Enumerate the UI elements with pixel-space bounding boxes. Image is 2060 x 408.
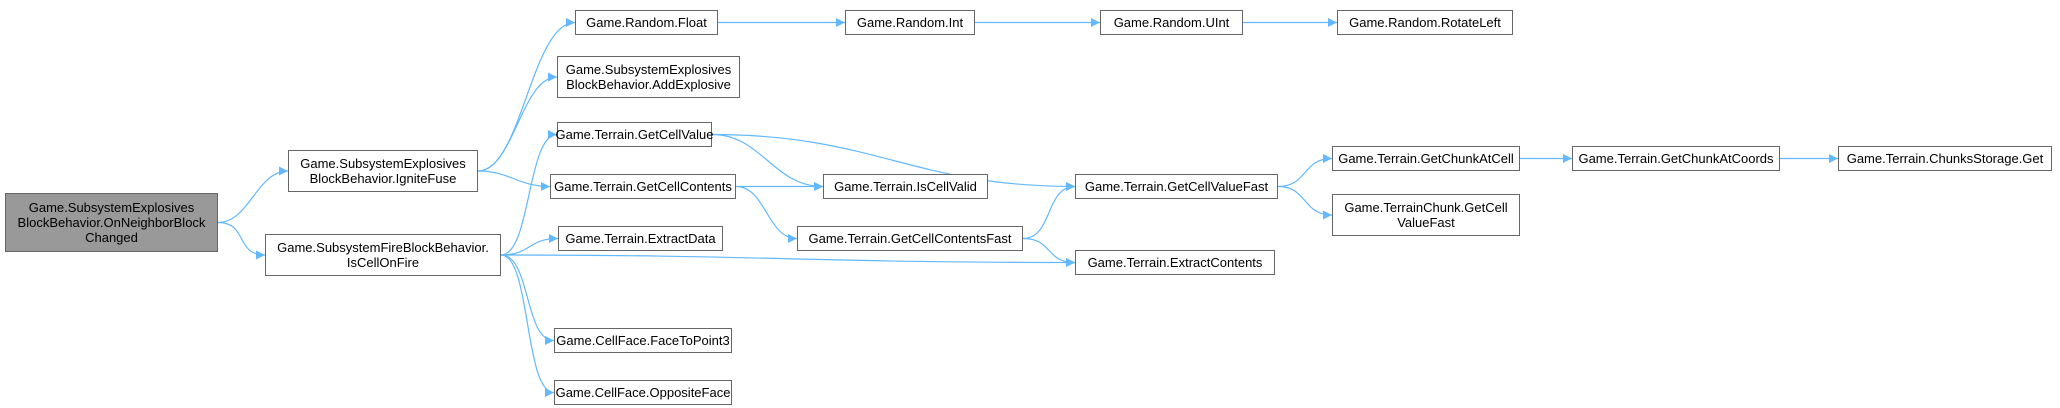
edge-ignite-to-getcellcontents [477, 170, 551, 191]
node-iscellonfire[interactable]: Game.SubsystemFireBlockBehavior.IsCellOn… [265, 234, 501, 276]
node-random-uint[interactable]: Game.Random.UInt [1100, 10, 1243, 35]
node-terrain-iscellvalid[interactable]: Game.Terrain.IsCellValid [823, 174, 988, 199]
edge-fire-to-extractdata [500, 234, 559, 256]
node-terrain-extractdata[interactable]: Game.Terrain.ExtractData [558, 226, 723, 251]
edge-getcellcontentsfast-to-getcellvaluefast [1022, 182, 1076, 240]
node-terrain-chunksstorage-get[interactable]: Game.Terrain.ChunksStorage.Get [1838, 146, 2052, 171]
node-terrain-getcellcontentsfast[interactable]: Game.Terrain.GetCellContentsFast [797, 226, 1023, 251]
node-terrain-getcellvaluefast[interactable]: Game.Terrain.GetCellValueFast [1075, 174, 1278, 199]
node-random-rotateleft[interactable]: Game.Random.RotateLeft [1337, 10, 1513, 35]
edge-root-to-ignite [217, 166, 289, 224]
node-random-int[interactable]: Game.Random.Int [845, 10, 975, 35]
edge-getcellvaluefast-to-chunkgetcell [1277, 185, 1333, 220]
node-terrain-getcellcontents[interactable]: Game.Terrain.GetCellContents [550, 174, 736, 199]
node-terrain-extractcontents[interactable]: Game.Terrain.ExtractContents [1075, 250, 1275, 275]
node-random-float[interactable]: Game.Random.Float [575, 10, 718, 35]
node-cellface-facetopoint3[interactable]: Game.CellFace.FaceToPoint3 [554, 328, 732, 353]
node-terrain-getcellvalue[interactable]: Game.Terrain.GetCellValue [556, 122, 714, 147]
edge-fire-to-extractcontents [500, 254, 1076, 267]
edge-fire-to-oppositeface [500, 254, 555, 397]
edge-root-to-fire [217, 221, 266, 260]
node-cellface-oppositeface[interactable]: Game.CellFace.OppositeFace [554, 380, 732, 405]
node-terrain-getchunkatcoords[interactable]: Game.Terrain.GetChunkAtCoords [1572, 146, 1780, 171]
node-terrain-getchunkatcell[interactable]: Game.Terrain.GetChunkAtCell [1332, 146, 1520, 171]
edge-getcellcontents-to-getcellcontentsfast [735, 185, 798, 243]
edge-getcellcontentsfast-to-extractcontents [1022, 237, 1076, 267]
edge-fire-to-facetopoint [500, 254, 555, 345]
edge-getcellvaluefast-to-getchunkatcell [1277, 154, 1333, 188]
edge-getcellvalue-to-iscellvalid [711, 133, 824, 191]
edge-getcellvalue-to-getcellvaluefast [711, 133, 1076, 191]
edge-fire-to-getcellvalue [500, 130, 558, 256]
edge-ignite-to-addexp [477, 72, 558, 172]
